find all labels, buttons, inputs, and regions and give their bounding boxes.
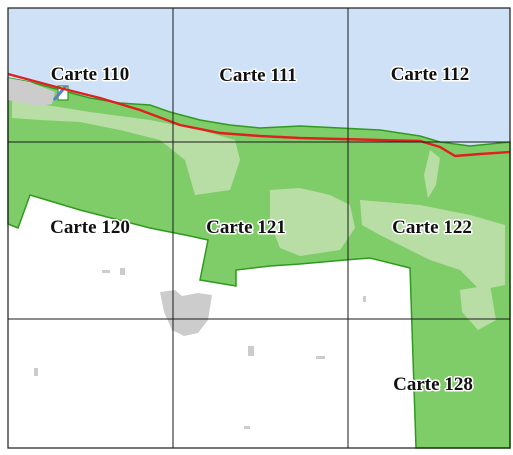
tile-label-120[interactable]: Carte 120 (49, 216, 132, 240)
urban-area (244, 426, 250, 429)
clearing-area (270, 188, 355, 256)
tile-label-112[interactable]: Carte 112 (389, 63, 471, 87)
tile-label-122[interactable]: Carte 122 (391, 216, 474, 240)
urban-area (34, 368, 38, 376)
tile-label-128[interactable]: Carte 128 (392, 373, 475, 397)
water-area (8, 8, 510, 146)
urban-area (8, 78, 55, 106)
harbour-marker (57, 85, 69, 101)
urban-area (102, 270, 110, 273)
tile-label-110[interactable]: Carte 110 (49, 63, 131, 87)
urban-area (363, 296, 366, 302)
urban-area (316, 356, 325, 359)
tile-label-121[interactable]: Carte 121 (205, 216, 288, 240)
tile-label-111[interactable]: Carte 111 (218, 64, 299, 88)
clearing-area (12, 100, 240, 195)
clearing-area (424, 150, 440, 198)
red-route (7, 72, 511, 158)
clearing-area (360, 200, 505, 290)
map-frame (7, 7, 511, 449)
urban-area (248, 346, 254, 356)
urban-area (120, 268, 125, 275)
